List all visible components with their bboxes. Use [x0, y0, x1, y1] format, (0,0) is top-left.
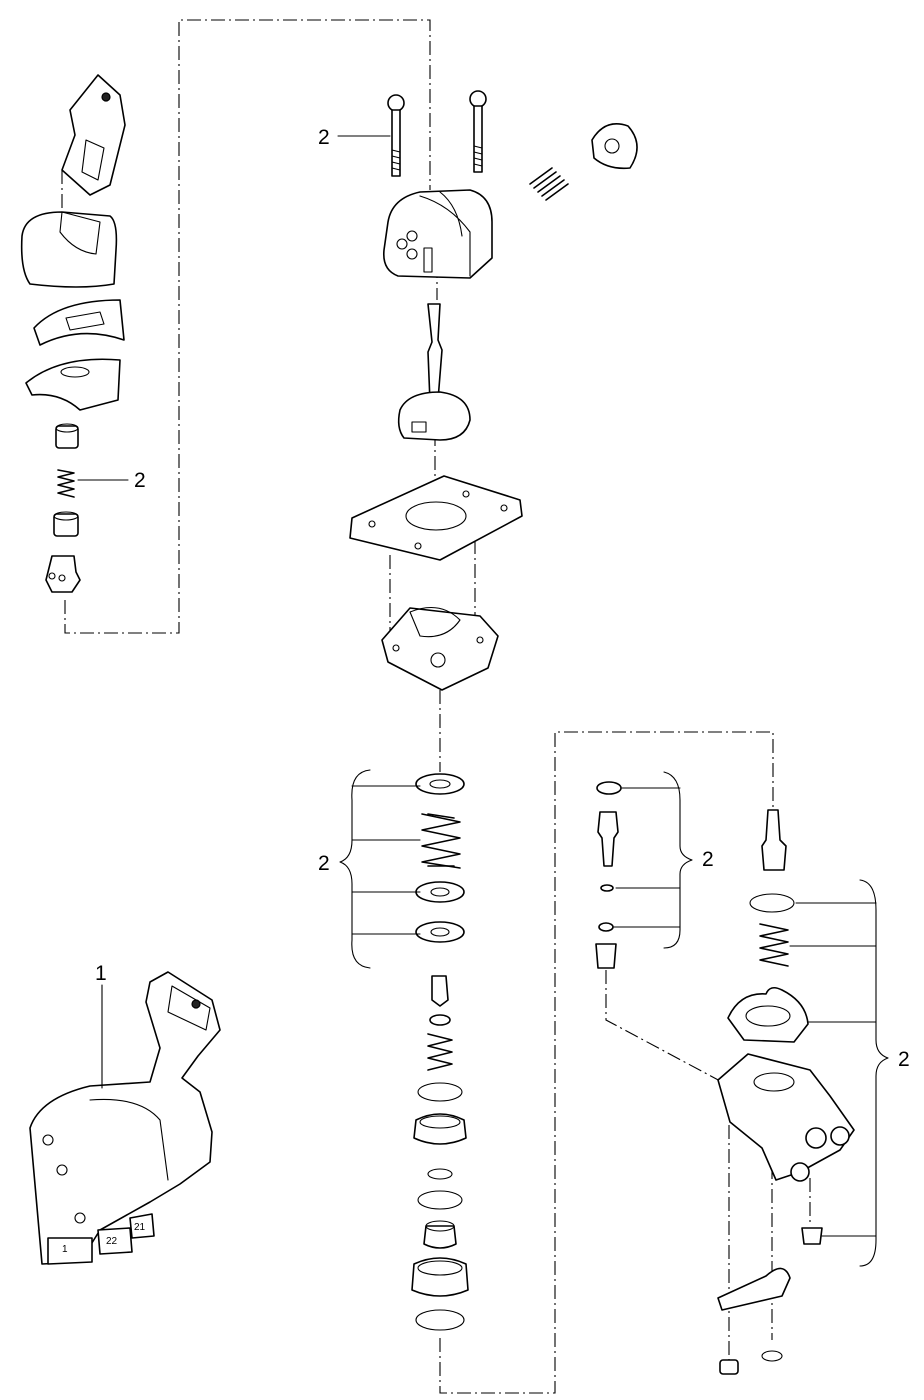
washer-two-part [415, 881, 465, 903]
valve-seat-part [423, 1220, 457, 1249]
port-label-1: 1 [62, 1244, 68, 1255]
main-spring-part [421, 813, 461, 869]
inner-spring-part [427, 1033, 453, 1071]
upper-cover-cup-part [33, 299, 125, 346]
callout-2-screws: 2 [318, 126, 330, 149]
washer-three-part [415, 921, 465, 943]
right-spring-part [759, 923, 789, 967]
switch-block-part [382, 189, 493, 279]
flange-gasket-part [727, 986, 809, 1043]
leader-lines [77, 135, 889, 1267]
port-label-21: 21 [134, 1222, 146, 1233]
callout-1: 1 [95, 962, 107, 985]
flat-washer-part [415, 773, 465, 795]
retaining-clip-part [749, 893, 795, 913]
lever-shaft-part [397, 303, 471, 441]
screw-right-part [469, 90, 487, 173]
bottom-o-ring-part [415, 1309, 465, 1331]
gasket-plate-part [349, 475, 523, 561]
callout-2-housing-kit: 2 [898, 1048, 910, 1071]
callout-2-valve-kit: 2 [702, 848, 714, 871]
rubber-boot-part [20, 211, 118, 288]
assembly-connector-lines [61, 19, 811, 1394]
lower-fittings [717, 1227, 823, 1375]
upper-bushing-part [55, 423, 79, 449]
main-assembly-part [29, 971, 221, 1265]
callout-2-washer-kit: 2 [318, 852, 330, 875]
piston-cup-part [413, 1113, 467, 1145]
detent-cam-part [591, 123, 638, 170]
upper-housing-part [381, 606, 499, 691]
pivot-pin-part [45, 555, 81, 593]
o-ring-part [417, 1082, 463, 1102]
small-washer-part [429, 1014, 451, 1026]
seal-ring-part [417, 1190, 463, 1210]
handle-grip-part [61, 74, 126, 196]
small-o-ring-part [427, 1168, 453, 1180]
lower-housing-part [717, 1053, 855, 1182]
detent-spring-part [529, 167, 569, 201]
lower-cover-cup-part [25, 358, 121, 411]
small-spring-part [57, 469, 75, 498]
port-label-22: 22 [106, 1236, 118, 1247]
lower-bushing-part [53, 511, 79, 537]
right-valve-stem-part [761, 809, 787, 871]
screw-left-part [387, 94, 405, 177]
lower-piston-part [411, 1257, 469, 1297]
callout-2-spring: 2 [134, 469, 146, 492]
small-valve-kit [595, 781, 622, 969]
valve-stem-part [431, 975, 449, 1007]
